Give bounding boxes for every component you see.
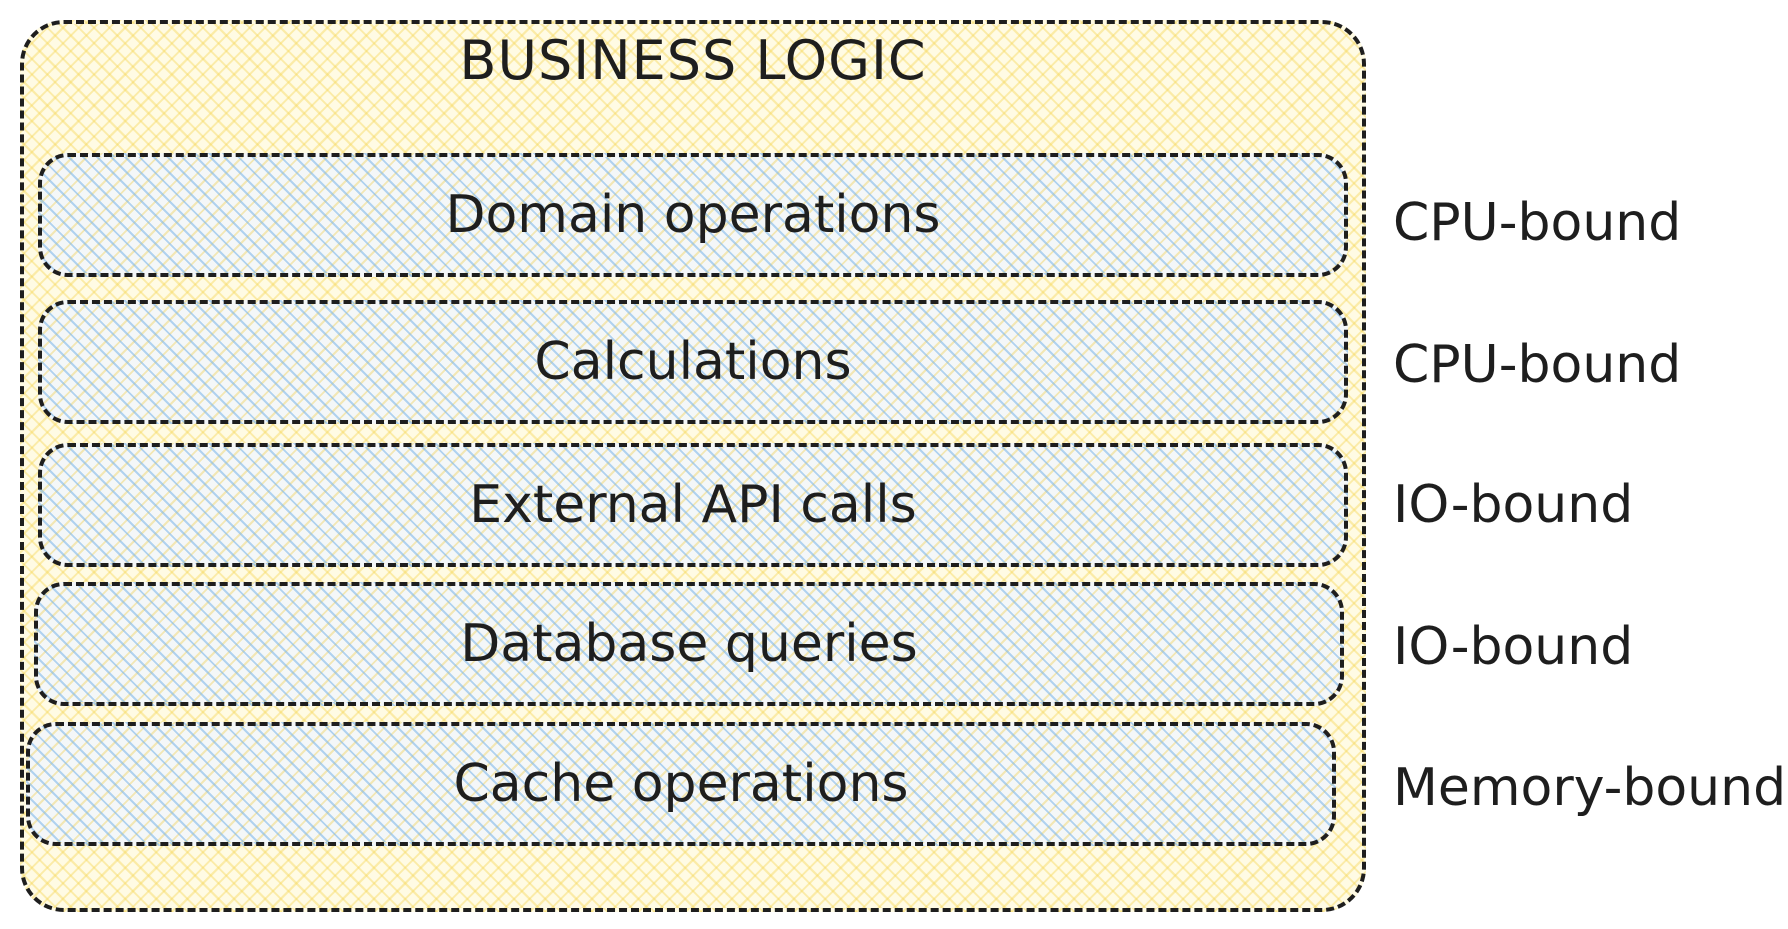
layer-label: Calculations xyxy=(534,332,852,392)
layer-label: External API calls xyxy=(469,475,917,535)
layer-calculations: Calculations xyxy=(38,300,1348,424)
layer-external-api-calls: External API calls xyxy=(38,443,1348,567)
layer-label: Database queries xyxy=(460,614,918,674)
bound-label-domain-operations: CPU-bound xyxy=(1393,193,1682,253)
layer-domain-operations: Domain operations xyxy=(38,153,1348,277)
business-logic-title: BUSINESS LOGIC xyxy=(459,29,927,92)
layer-database-queries: Database queries xyxy=(34,582,1344,706)
bound-label-calculations: CPU-bound xyxy=(1393,335,1682,395)
layer-label: Domain operations xyxy=(445,185,941,245)
layer-label: Cache operations xyxy=(453,754,909,814)
bound-label-database-queries: IO-bound xyxy=(1393,617,1634,677)
bound-label-external-api-calls: IO-bound xyxy=(1393,475,1634,535)
layer-cache-operations: Cache operations xyxy=(26,722,1336,846)
bound-label-cache-operations: Memory-bound xyxy=(1393,758,1787,818)
